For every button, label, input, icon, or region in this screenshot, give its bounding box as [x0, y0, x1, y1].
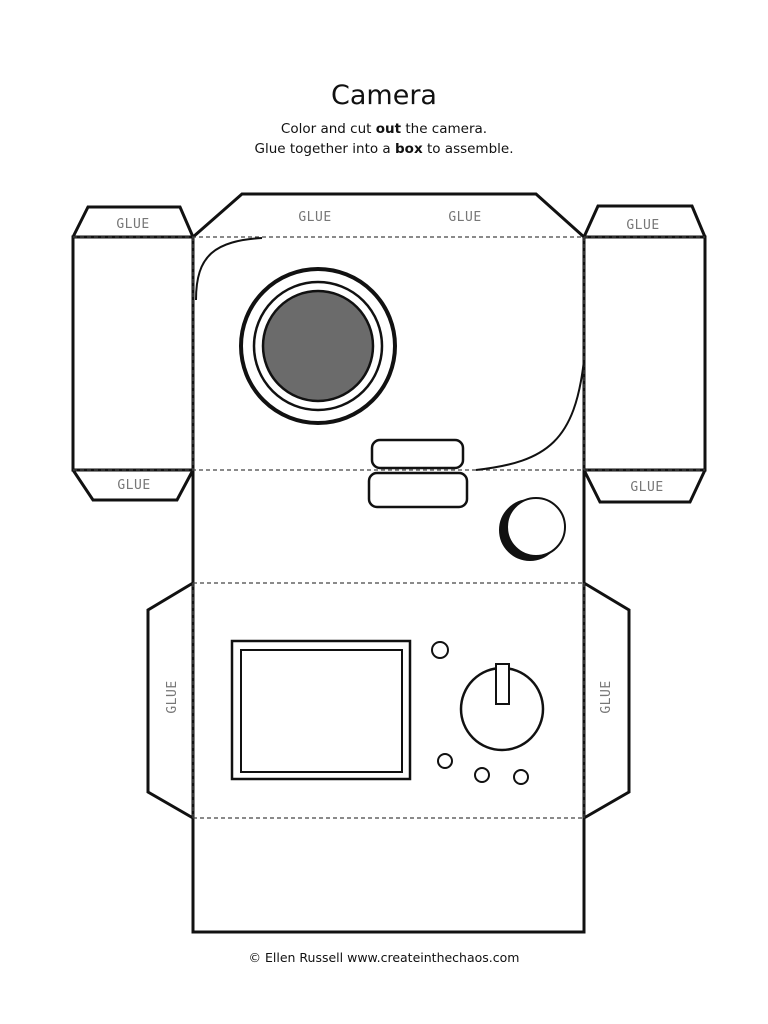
- left-top-glue-flap: [71, 205, 195, 238]
- control-button: [513, 769, 529, 785]
- glue-label: GLUE: [117, 478, 150, 493]
- instruction-text: the camera.: [401, 121, 488, 137]
- instruction-text: to assemble.: [422, 141, 514, 157]
- body-curve-line: [195, 237, 263, 301]
- left-side-glue-flap: [146, 581, 194, 820]
- instruction-text: Color and cut: [280, 121, 376, 137]
- flash-window: [370, 438, 465, 470]
- instruction-emphasis: box: [395, 141, 423, 157]
- right-side-glue-flap: [583, 581, 631, 820]
- control-button: [431, 641, 449, 659]
- lcd-screen-frame: [230, 639, 412, 781]
- body-curve-line: [475, 359, 585, 471]
- top-glue-flap: [192, 192, 586, 239]
- left-bottom-glue-flap: [71, 469, 195, 502]
- mode-dial-indicator: [495, 663, 510, 705]
- glue-label: GLUE: [630, 480, 663, 495]
- lcd-screen: [240, 649, 403, 773]
- credit-line: © Ellen Russell www.createinthechaos.com: [248, 950, 520, 965]
- right-bottom-glue-flap: [582, 469, 707, 504]
- lens-glass: [261, 289, 375, 403]
- control-button: [437, 753, 453, 769]
- control-button: [474, 767, 490, 783]
- glue-label: GLUE: [298, 210, 331, 225]
- instruction-text: Glue together into a: [254, 141, 395, 157]
- right-top-glue-flap: [582, 204, 707, 238]
- glue-label: GLUE: [116, 217, 149, 232]
- instruction-line-2: Glue together into a box to assemble.: [0, 141, 768, 157]
- glue-label: GLUE: [165, 680, 180, 713]
- lens-middle-ring: [252, 280, 384, 412]
- main-panel-outline: [191, 237, 586, 934]
- glue-label: GLUE: [448, 210, 481, 225]
- instruction-line-1: Color and cut out the camera.: [0, 121, 768, 137]
- page-title: Camera: [331, 80, 437, 111]
- glue-label: GLUE: [626, 218, 659, 233]
- right-side-panel: [584, 235, 707, 472]
- viewfinder-window: [367, 471, 469, 509]
- shutter-button: [506, 497, 566, 557]
- lens-outer-ring: [239, 267, 397, 425]
- instruction-emphasis: out: [375, 121, 402, 137]
- glue-label: GLUE: [599, 680, 614, 713]
- left-side-panel: [71, 235, 193, 472]
